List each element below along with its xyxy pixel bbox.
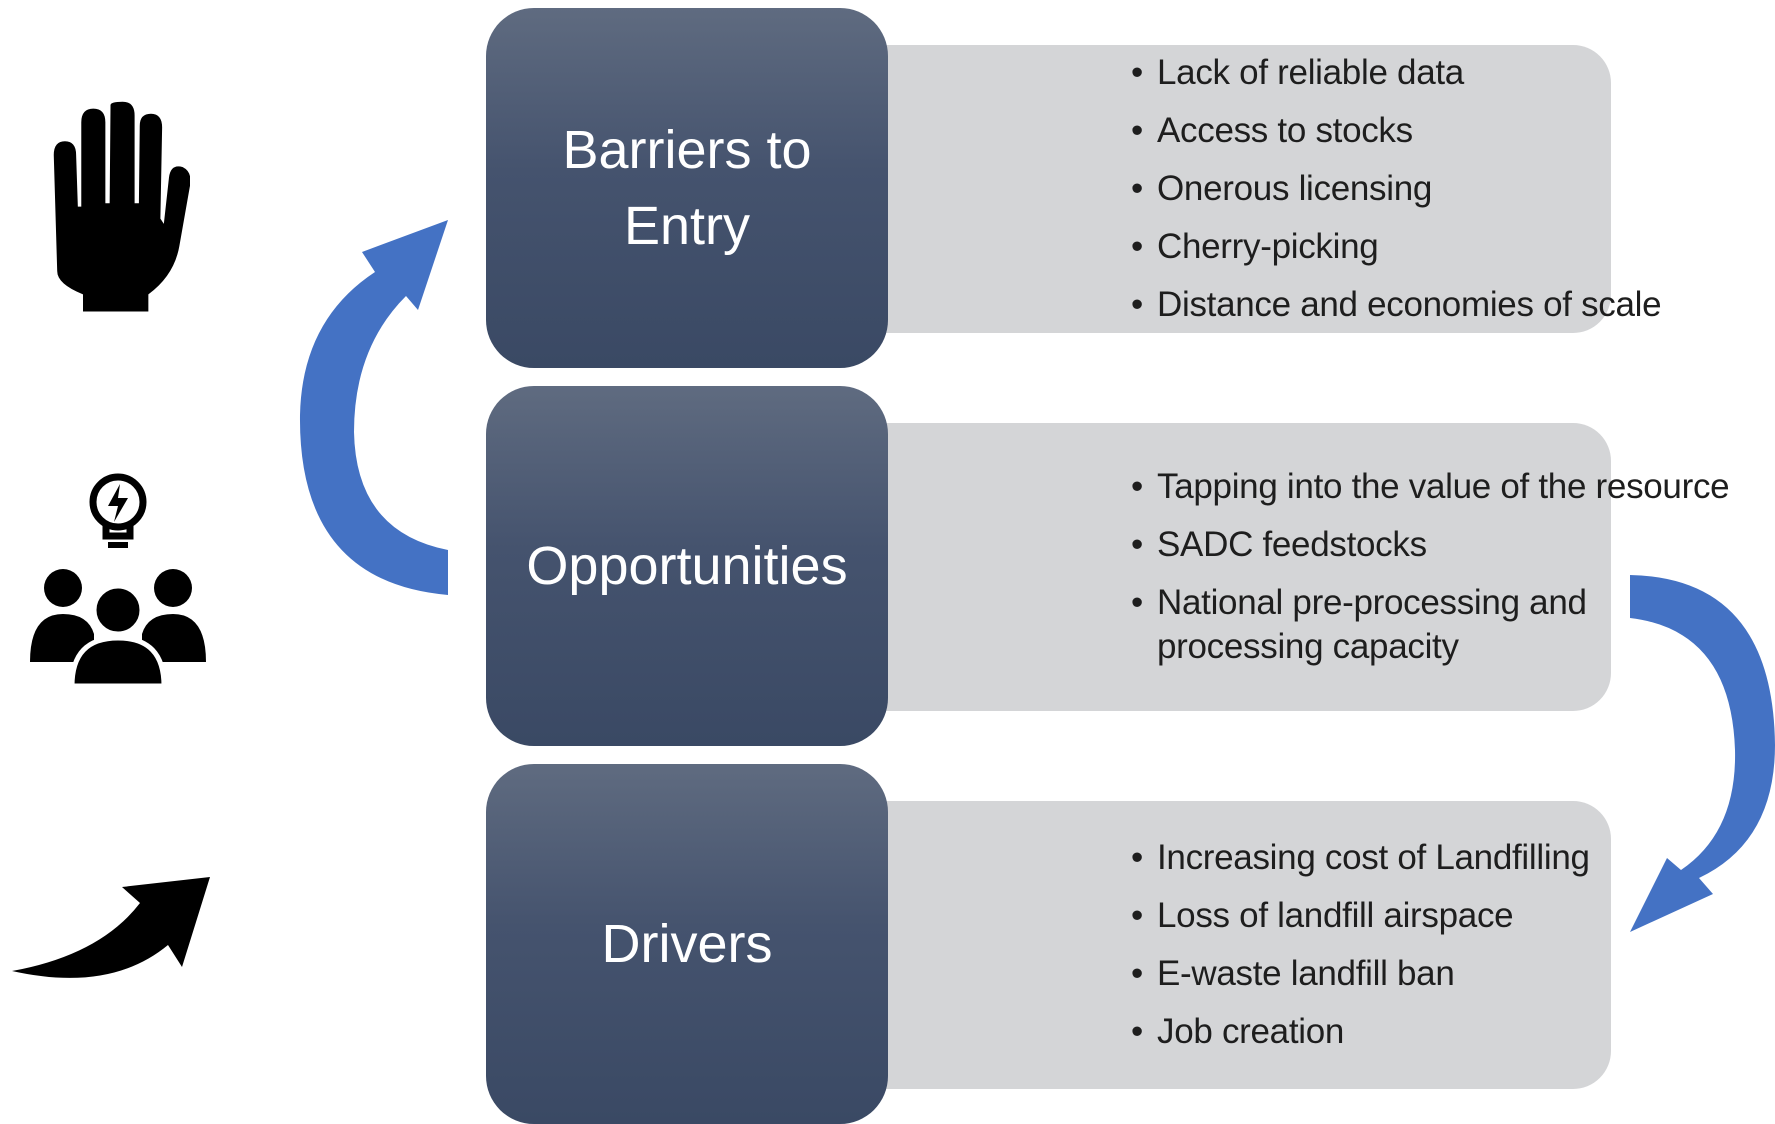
barriers-row: Lack of reliable data Access to stocks O… (486, 8, 1662, 368)
barriers-label: Barriers to Entry (562, 120, 812, 256)
team-lightbulb-icon (30, 473, 206, 686)
curved-up-arrow-icon (12, 877, 210, 978)
list-item: E-waste landfill ban (1131, 952, 1771, 996)
list-item: Cherry-picking (1131, 225, 1771, 269)
list-item: National pre-processing and processing c… (1131, 581, 1587, 669)
drivers-list: Increasing cost of Landfilling Loss of l… (1131, 801, 1771, 1089)
drivers-box: Drivers (486, 764, 888, 1124)
list-item: Lack of reliable data (1131, 51, 1771, 95)
list-item: Tapping into the value of the resource (1131, 465, 1771, 509)
list-item: SADC feedstocks (1131, 523, 1771, 567)
opportunities-list: Tapping into the value of the resource S… (1131, 423, 1771, 711)
barriers-list: Lack of reliable data Access to stocks O… (1131, 45, 1771, 333)
drivers-label: Drivers (601, 914, 773, 974)
list-item: Distance and economies of scale (1131, 283, 1771, 327)
list-item: Increasing cost of Landfilling (1131, 836, 1771, 880)
list-item: Loss of landfill airspace (1131, 894, 1771, 938)
curved-flow-arrow-up (299, 220, 448, 595)
list-item: Access to stocks (1131, 109, 1771, 153)
drivers-row: Increasing cost of Landfilling Loss of l… (486, 764, 1611, 1124)
opportunities-label: Opportunities (526, 536, 848, 596)
raised-hand-icon (53, 101, 190, 312)
list-item: Job creation (1131, 1010, 1771, 1054)
list-item: Onerous licensing (1131, 167, 1771, 211)
opportunities-box: Opportunities (486, 386, 888, 746)
opportunities-row: Tapping into the value of the resource S… (486, 386, 1730, 746)
barriers-box: Barriers to Entry (486, 8, 888, 368)
